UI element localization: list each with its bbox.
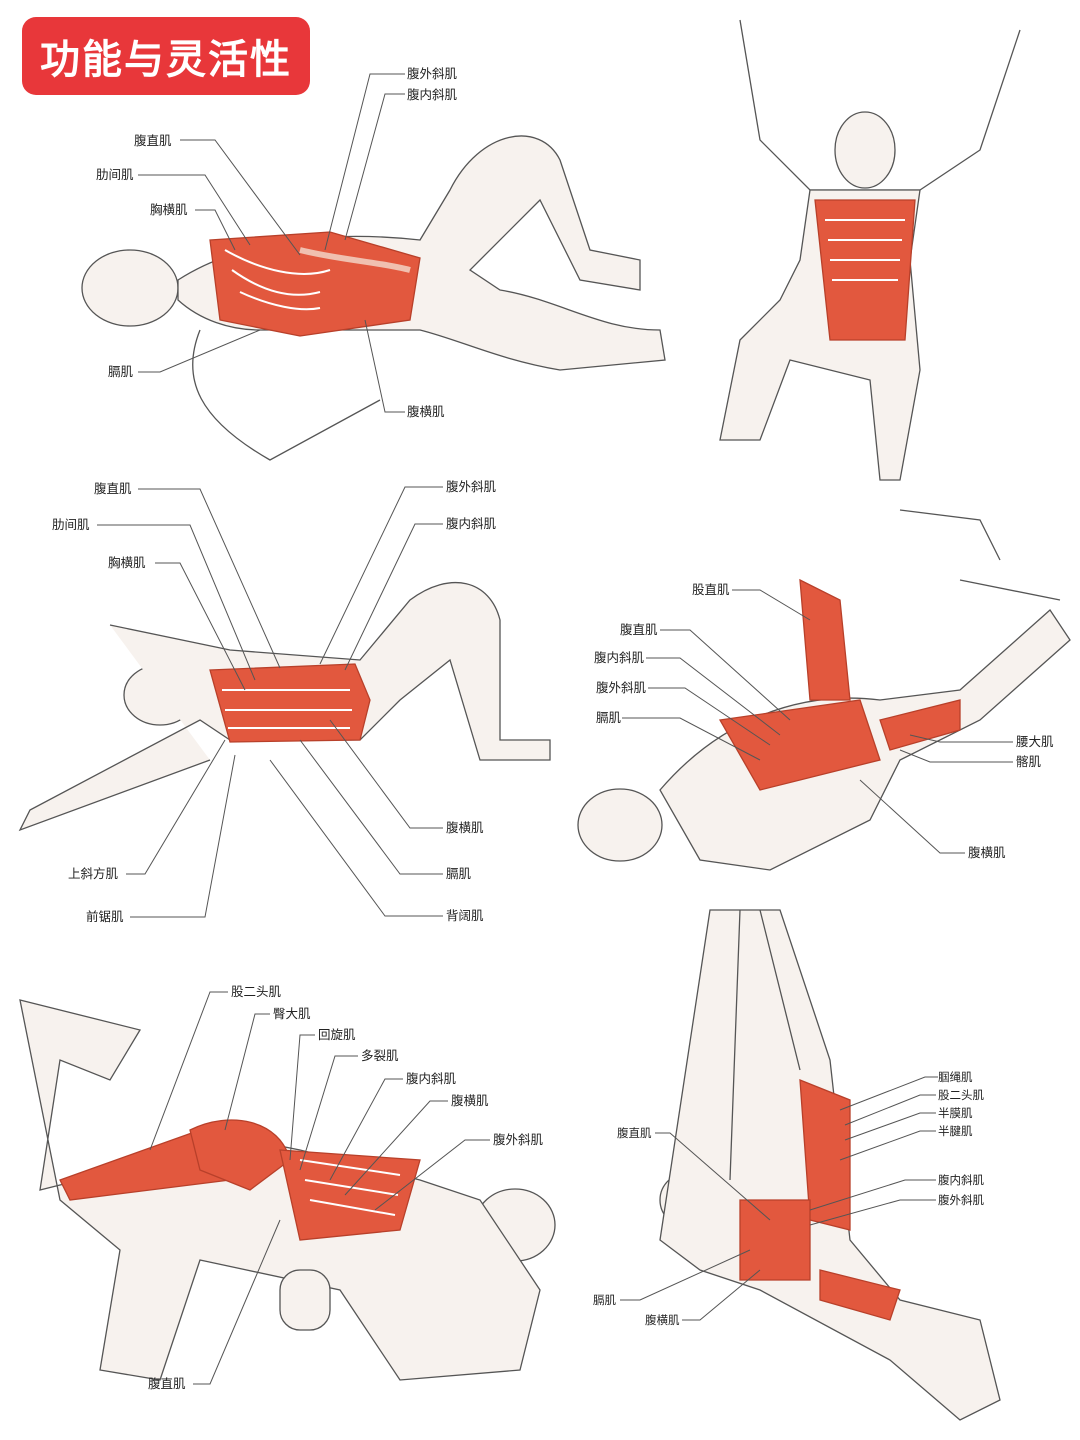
label-rectus-3: 腹直肌 [94, 481, 132, 496]
label-intercostal-1: 肋间肌 [96, 167, 134, 182]
label-diaphragm-4: 膈肌 [596, 710, 622, 725]
label-iliacus-4: 髂肌 [1016, 754, 1042, 769]
label-transverse-thoracis-3: 胸横肌 [108, 555, 146, 570]
label-lat-3: 背阔肌 [446, 908, 484, 923]
label-biceps-femoris-6: 股二头肌 [938, 1088, 984, 1102]
label-int-oblique-5: 腹内斜肌 [406, 1071, 457, 1086]
label-hamstrings-6: 腘绳肌 [938, 1070, 973, 1084]
label-intercostal-3: 肋间肌 [52, 517, 90, 532]
label-int-oblique-1: 腹内斜肌 [407, 87, 458, 102]
label-serratus-post-sup-3: 上斜方肌 [68, 866, 119, 881]
label-transversus-4: 腹横肌 [968, 845, 1006, 860]
label-rectus-5: 腹直肌 [148, 1376, 186, 1391]
label-diaphragm-6: 膈肌 [593, 1293, 616, 1307]
label-biceps-femoris-5: 股二头肌 [231, 984, 282, 999]
label-ext-oblique-5: 腹外斜肌 [493, 1132, 544, 1147]
page-title: 功能与灵活性 [22, 17, 310, 95]
label-transverse-thoracis-1: 胸横肌 [150, 202, 188, 217]
label-transversus-5: 腹横肌 [451, 1093, 489, 1108]
label-int-oblique-4: 腹内斜肌 [594, 650, 645, 665]
label-diaphragm-3: 膈肌 [446, 866, 472, 881]
figure2-illustration [719, 19, 1021, 481]
figure4-illustration [577, 509, 1071, 871]
label-serratus-ant-3: 前锯肌 [86, 909, 124, 924]
label-diaphragm-1: 膈肌 [108, 364, 134, 379]
label-psoas-4: 腰大肌 [1016, 734, 1054, 749]
label-transversus-6: 腹横肌 [645, 1313, 680, 1327]
label-semimembranosus-6: 半膜肌 [938, 1106, 973, 1120]
figure5-illustration [19, 999, 556, 1381]
label-glute-max-5: 臀大肌 [273, 1006, 311, 1021]
figure6-illustration [659, 909, 1001, 1421]
figure3-illustration [18, 581, 551, 832]
label-ext-oblique-4: 腹外斜肌 [596, 680, 647, 695]
label-ext-oblique-3: 腹外斜肌 [446, 479, 497, 494]
figure1-illustration [81, 135, 666, 461]
label-rectus-6: 腹直肌 [617, 1126, 652, 1140]
label-ext-oblique-1: 腹外斜肌 [407, 66, 458, 81]
label-rotatores-5: 回旋肌 [318, 1027, 356, 1042]
label-rectus-4: 腹直肌 [620, 622, 658, 637]
label-rectus-femoris-4: 股直肌 [692, 582, 730, 597]
label-int-oblique-3: 腹内斜肌 [446, 516, 497, 531]
label-ext-oblique-6: 腹外斜肌 [938, 1193, 984, 1207]
label-transversus-3: 腹横肌 [446, 820, 484, 835]
label-multifidus-5: 多裂肌 [361, 1048, 399, 1063]
label-int-oblique-6: 腹内斜肌 [938, 1173, 984, 1187]
label-transversus-1: 腹横肌 [407, 404, 445, 419]
label-semitendinosus-6: 半腱肌 [938, 1124, 973, 1138]
label-rectus-1: 腹直肌 [134, 133, 172, 148]
